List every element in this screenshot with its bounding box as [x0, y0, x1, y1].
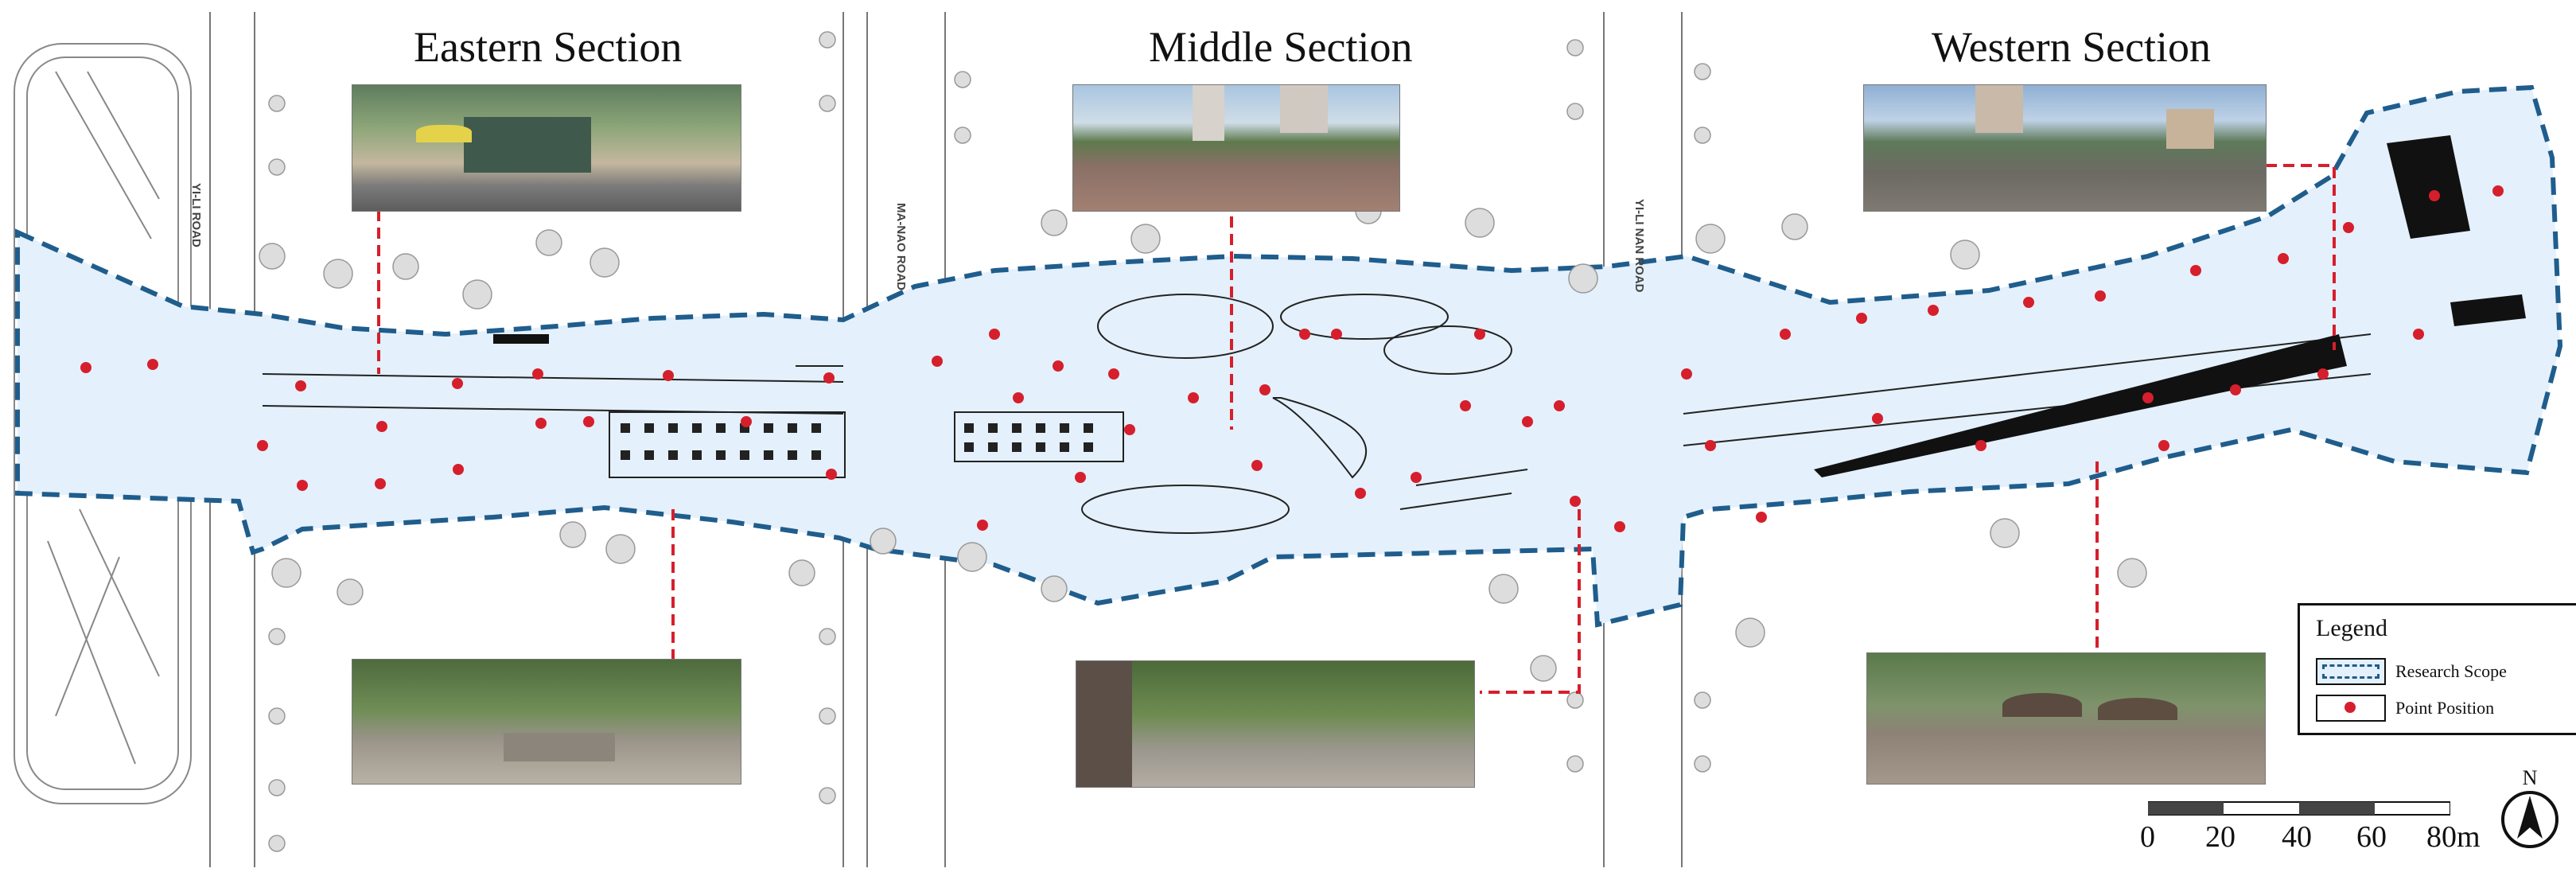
photo-middle-top: [1072, 84, 1400, 212]
road-label-yi-li: YI-LI ROAD: [189, 183, 203, 247]
plan-details: [262, 294, 2372, 534]
research-scope-area: [15, 84, 2563, 628]
scale-bar: [2148, 801, 2450, 816]
photo-western-bottom: [1866, 652, 2266, 785]
legend-point-position-label: Point Position: [2395, 698, 2495, 718]
legend-row-point-position: Point Position: [2316, 695, 2494, 722]
point-position-swatch: [2316, 695, 2386, 722]
photo-middle-bottom: [1076, 660, 1475, 788]
scale-tick-60: 60: [2356, 820, 2387, 854]
road-label-yi-li-nan: YI-LI NAN ROAD: [1632, 199, 1646, 293]
legend-title: Legend: [2316, 615, 2387, 641]
scale-tick-40: 40: [2282, 820, 2312, 854]
road-label-ma-nao: MA-NAO ROAD: [894, 203, 908, 290]
north-label: N: [2523, 766, 2538, 789]
photo-leader-lines: [377, 164, 2336, 694]
section-title-western: Western Section: [1932, 23, 2212, 71]
scale-tick-0: 0: [2140, 820, 2155, 854]
legend-box: Legend Research Scope Point Position: [2298, 603, 2576, 735]
dark-structures: [493, 135, 2526, 477]
scale-tick-80m: 80m: [2426, 820, 2481, 854]
photo-eastern-bottom: [352, 659, 741, 785]
section-title-middle: Middle Section: [1149, 23, 1413, 71]
trees: [259, 31, 2147, 852]
legend-research-scope-label: Research Scope: [2395, 661, 2507, 681]
north-arrow: N: [2501, 766, 2558, 848]
building-windows: [621, 423, 1093, 460]
photo-western-top: [1863, 84, 2267, 212]
scale-tick-20: 20: [2205, 820, 2236, 854]
section-title-eastern: Eastern Section: [414, 23, 683, 71]
photo-eastern-top: [352, 84, 741, 212]
research-scope-swatch: [2316, 658, 2386, 685]
legend-row-research-scope: Research Scope: [2316, 658, 2507, 685]
point-positions: [80, 185, 2504, 532]
